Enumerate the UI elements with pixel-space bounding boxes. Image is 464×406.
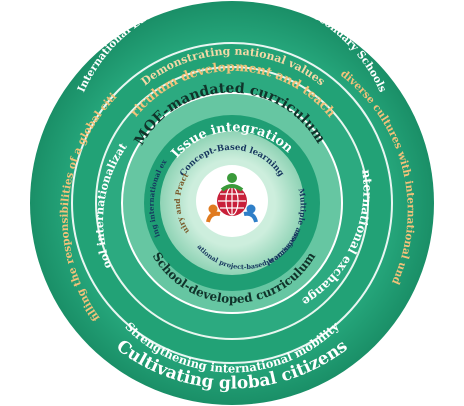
global-people-icon [206, 173, 258, 223]
outer-ring-border [71, 42, 393, 364]
